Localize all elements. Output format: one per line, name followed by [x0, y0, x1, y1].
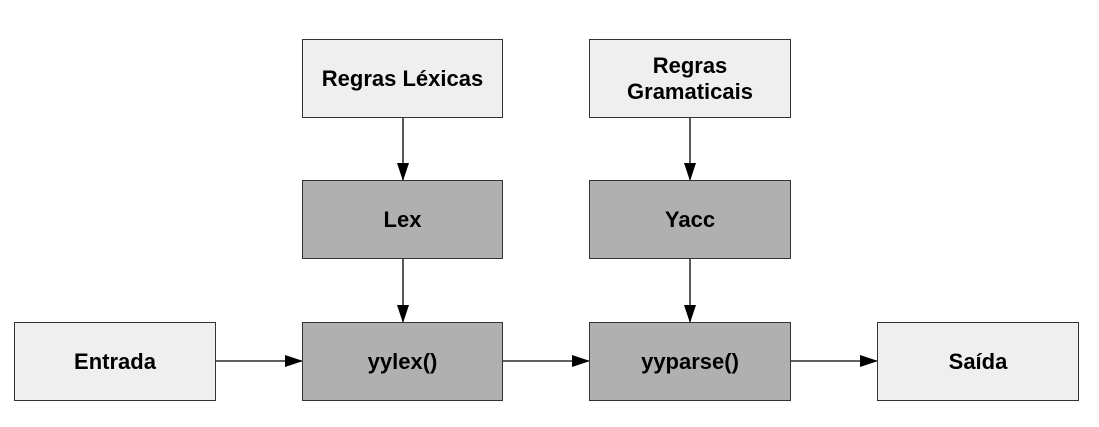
node-label: Regras Léxicas	[321, 65, 484, 91]
node-label: yyparse()	[641, 348, 739, 374]
node-label: Yacc	[664, 206, 716, 232]
node-saida: Saída	[877, 322, 1079, 401]
node-lex: Lex	[302, 180, 503, 259]
node-yyparse: yyparse()	[589, 322, 791, 401]
node-regras-lexicas: Regras Léxicas	[302, 39, 503, 118]
node-label: yylex()	[367, 348, 438, 374]
node-label: Saída	[948, 348, 1008, 374]
node-regras-gramaticais: Regras Gramaticais	[589, 39, 791, 118]
node-label: Regras Gramaticais	[627, 52, 753, 104]
node-yacc: Yacc	[589, 180, 791, 259]
node-label: Entrada	[74, 348, 156, 374]
node-entrada: Entrada	[14, 322, 216, 401]
node-yylex: yylex()	[302, 322, 503, 401]
node-label: Lex	[383, 206, 422, 232]
